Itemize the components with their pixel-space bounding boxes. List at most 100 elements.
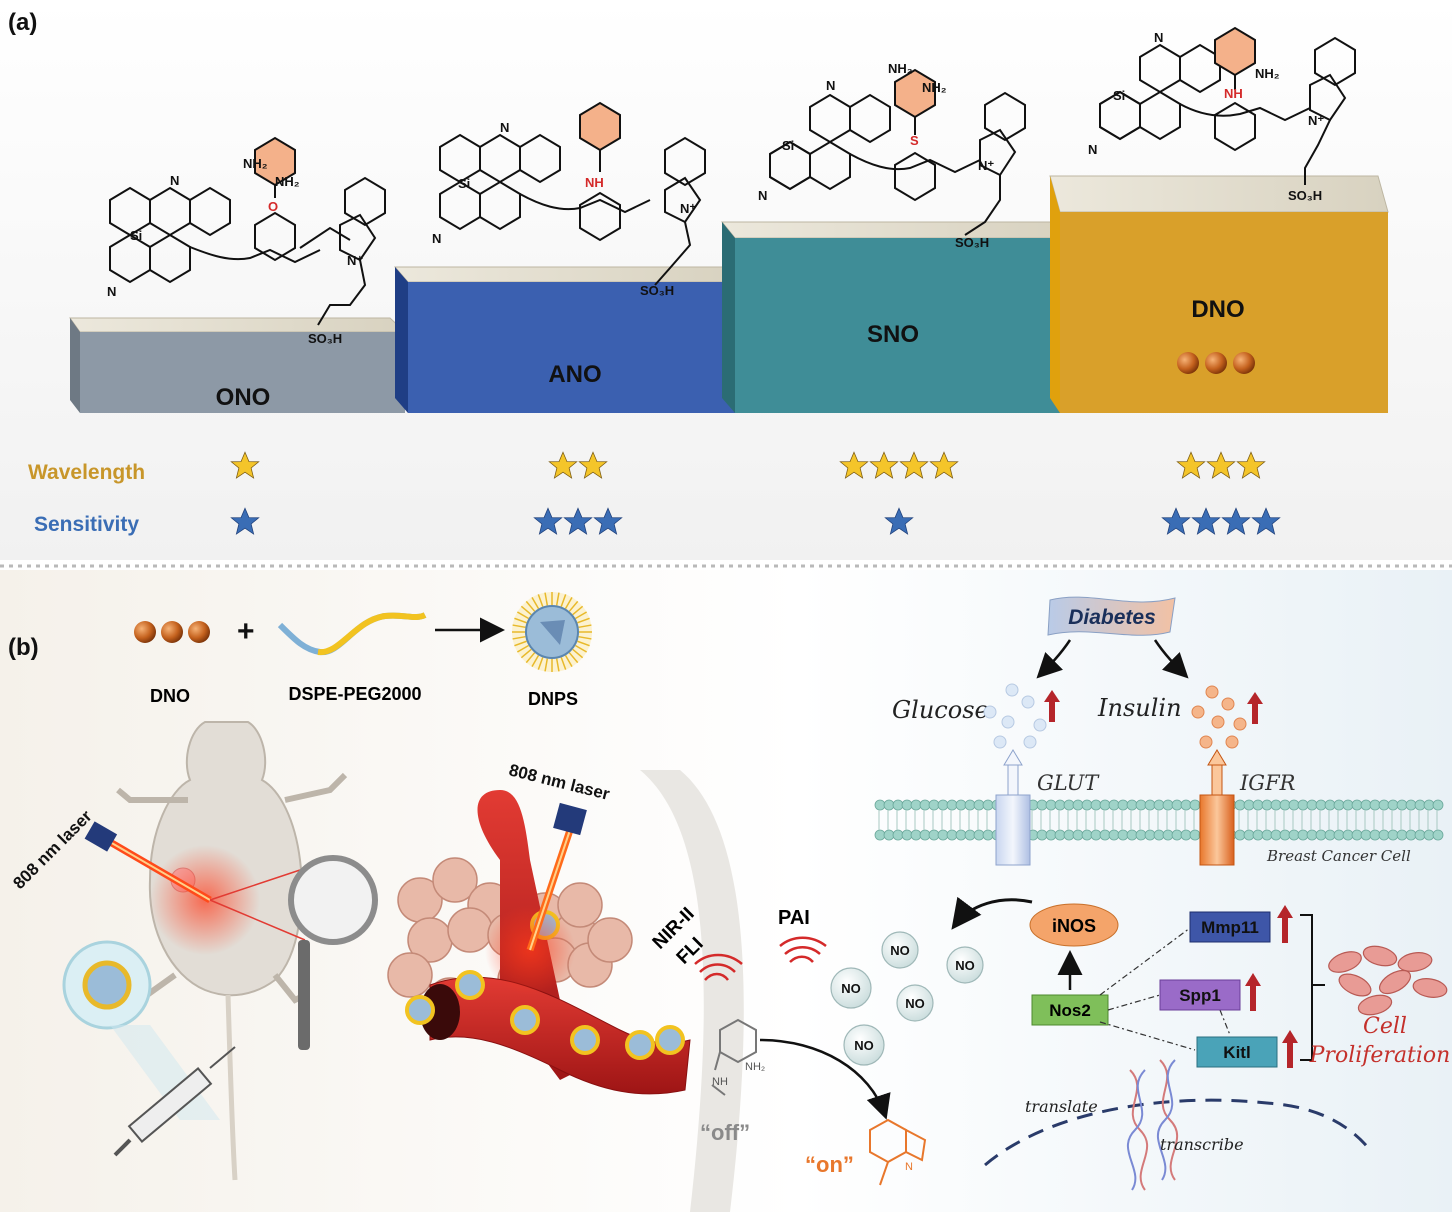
laser-right-icon bbox=[485, 802, 587, 995]
cancer-cell-icon bbox=[1397, 952, 1433, 972]
no-label: NO bbox=[955, 958, 975, 973]
cancer-cell-icon bbox=[1379, 969, 1411, 995]
breast-cancer-cell-label: Breast Cancer Cell bbox=[1266, 847, 1411, 865]
dnps-nanoparticle-icon bbox=[512, 592, 592, 672]
probe-reaction-arrow bbox=[759, 1038, 891, 1120]
glucose-molecule-icon bbox=[1001, 715, 1015, 729]
nanoparticle-icon bbox=[510, 1005, 540, 1035]
sno-nh2-label: NH₂ bbox=[888, 61, 913, 76]
off-label: “off” bbox=[700, 1120, 750, 1145]
sensitivity-label: Sensitivity bbox=[34, 513, 139, 536]
nanoparticle-icon bbox=[405, 995, 435, 1025]
cancer-cells-icon bbox=[1328, 945, 1448, 1016]
sno-nh2-label-2: NH₂ bbox=[922, 80, 947, 95]
proliferation-bracket bbox=[1300, 914, 1325, 1061]
sno-linker-label: S bbox=[910, 133, 919, 148]
glucose-molecule-icon bbox=[1033, 718, 1047, 732]
platform-sno-label: SNO bbox=[867, 321, 919, 348]
dna-helix-icon bbox=[1126, 1059, 1179, 1191]
glucose-molecule-icon bbox=[983, 705, 997, 719]
ano-linker-label: NH bbox=[585, 175, 604, 190]
triazole-n-label: N bbox=[905, 1161, 913, 1173]
igfr-label: IGFR bbox=[1239, 771, 1296, 795]
igfr-channel bbox=[1199, 749, 1235, 866]
no-bubbles: NO NO NO NO NO bbox=[830, 931, 984, 1066]
probe-nh2-label: NH₂ bbox=[745, 1061, 765, 1073]
dno-particle-icon bbox=[1177, 352, 1199, 374]
dno-n-bottom-label: N bbox=[1088, 142, 1097, 157]
dno-linker-label: NH bbox=[1224, 86, 1243, 101]
diabetes-arrow-right bbox=[1153, 639, 1189, 679]
ono-nplus-label: N⁺ bbox=[347, 253, 363, 268]
dno-n-top-label: N bbox=[1154, 30, 1163, 45]
dno-particle-icon bbox=[134, 621, 156, 643]
cancer-cell-icon bbox=[1362, 945, 1398, 967]
dno-so3h-label: SO₃H bbox=[1288, 188, 1322, 203]
platform-dno: DNO bbox=[1049, 175, 1389, 413]
no-bubble: NO bbox=[946, 946, 984, 984]
nos2-node: Nos2 bbox=[1031, 994, 1109, 1026]
dno-particles bbox=[134, 621, 210, 643]
ono-n-bottom-label: N bbox=[107, 284, 116, 299]
kitl-node: Kitl bbox=[1196, 1036, 1278, 1068]
no-bubble: NO bbox=[830, 967, 872, 1009]
ono-nh2-label: NH₂ bbox=[243, 156, 268, 171]
insulin-molecule-icon bbox=[1233, 717, 1247, 731]
molecule-dno bbox=[1099, 26, 1356, 185]
molecule-sno bbox=[769, 68, 1026, 236]
platform-dno-front bbox=[1060, 212, 1388, 413]
dno-particle-icon bbox=[1205, 352, 1227, 374]
no-bubble: NO bbox=[843, 1024, 885, 1066]
nanoparticle-icon bbox=[625, 1030, 655, 1060]
dnps-caption: DNPS bbox=[528, 689, 578, 709]
no-label: NO bbox=[890, 943, 910, 958]
pai-signal-icon bbox=[779, 936, 827, 963]
platform-ano: ANO bbox=[393, 266, 737, 413]
dno-particle-icon bbox=[1233, 352, 1255, 374]
nos2-label: Nos2 bbox=[1049, 1001, 1091, 1020]
mmp11-node: Mmp11 bbox=[1189, 911, 1271, 943]
up-arrow-icon bbox=[1044, 690, 1060, 722]
glucose-molecules bbox=[983, 683, 1047, 749]
gene-connectors bbox=[1099, 927, 1231, 1051]
glucose-molecule-icon bbox=[1005, 683, 1019, 697]
dno-caption: DNO bbox=[150, 686, 190, 706]
glucose-molecule-icon bbox=[993, 735, 1007, 749]
ono-nh2-label-2: NH₂ bbox=[275, 174, 300, 189]
nir-signal-icon bbox=[694, 953, 743, 981]
plus-sign: + bbox=[237, 615, 255, 648]
pai-label: PAI bbox=[778, 907, 810, 929]
probe-nh-label: NH bbox=[712, 1076, 728, 1088]
ano-n-bottom-label: N bbox=[432, 231, 441, 246]
cancer-cell-icon bbox=[1357, 994, 1393, 1016]
dno-particle-icon bbox=[161, 621, 183, 643]
on-label: “on” bbox=[805, 1152, 854, 1177]
peg-caption: DSPE-PEG2000 bbox=[288, 684, 421, 704]
tumor-cell-icon bbox=[557, 882, 603, 928]
tissue-boundary bbox=[640, 770, 744, 1212]
mmp11-label: Mmp11 bbox=[1201, 918, 1259, 937]
ano-nplus-label: N⁺ bbox=[680, 201, 696, 216]
inos-node: iNOS bbox=[1029, 903, 1119, 947]
diabetes-arrow-left bbox=[1036, 639, 1072, 679]
sno-n-bottom-label: N bbox=[758, 188, 767, 203]
platform-ano-front bbox=[408, 282, 735, 413]
molecule-ono bbox=[109, 136, 386, 326]
no-bubble: NO bbox=[896, 984, 934, 1022]
insulin-molecule-icon bbox=[1211, 715, 1225, 729]
insulin-molecule-icon bbox=[1191, 705, 1205, 719]
insulin-molecules bbox=[1191, 685, 1247, 749]
glut-channel bbox=[995, 749, 1031, 866]
diabetes-label: Diabetes bbox=[1068, 606, 1156, 629]
up-arrow-icon bbox=[1247, 692, 1263, 724]
sno-nplus-label: N⁺ bbox=[978, 158, 994, 173]
ono-so3h-label: SO₃H bbox=[308, 331, 342, 346]
nanoparticle-icon bbox=[570, 1025, 600, 1055]
tumor-cell-icon bbox=[432, 857, 478, 903]
ano-so3h-label: SO₃H bbox=[640, 283, 674, 298]
platform-sno-front bbox=[735, 238, 1060, 413]
glut-label: GLUT bbox=[1037, 771, 1100, 795]
no-label: NO bbox=[854, 1038, 874, 1053]
dno-nplus-label: N⁺ bbox=[1308, 113, 1324, 128]
